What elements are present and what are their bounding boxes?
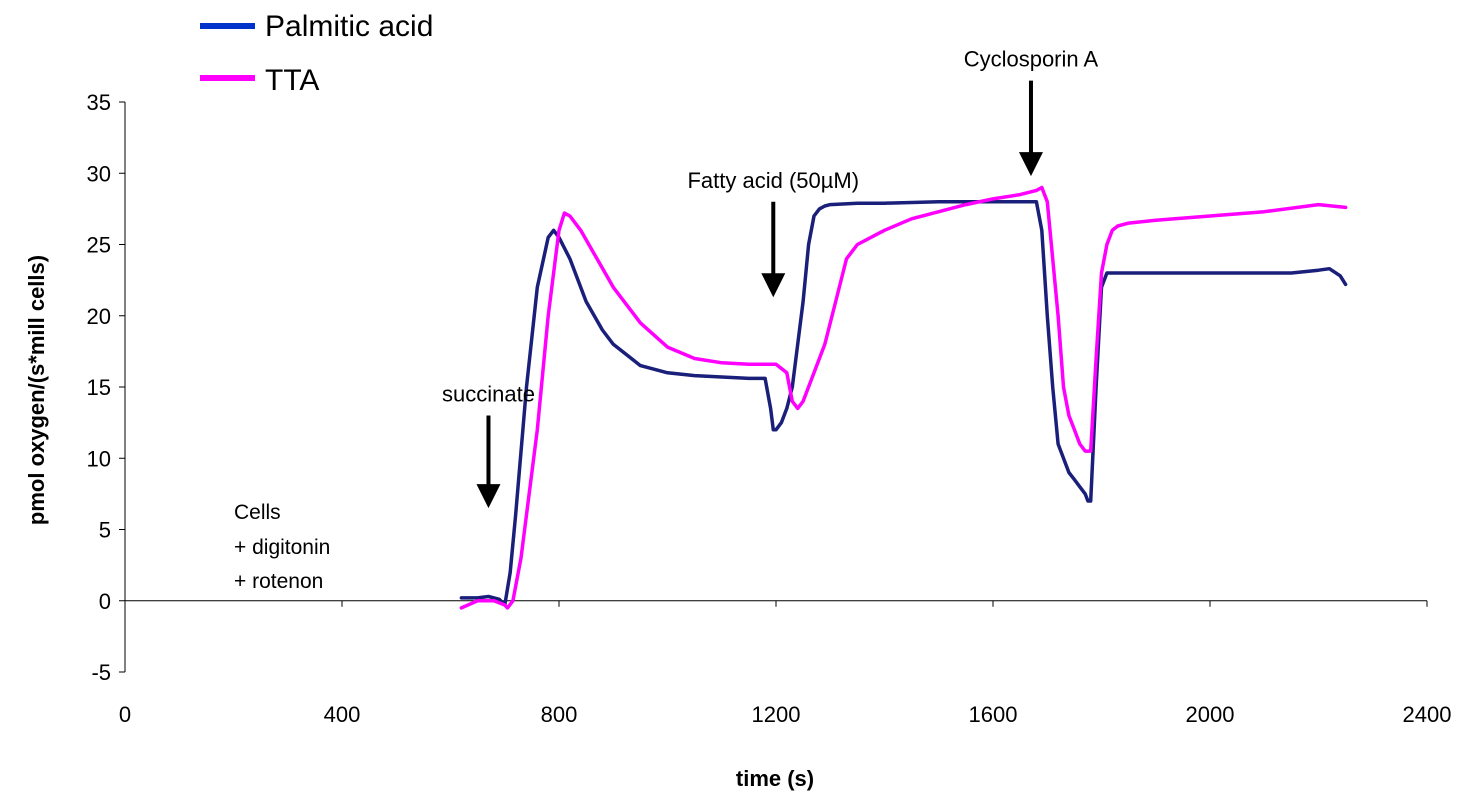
y-tick-label: 0 xyxy=(99,589,111,614)
cells-note-line-3: + rotenon xyxy=(234,570,323,593)
series-line-palmitic-acid xyxy=(459,200,1348,607)
y-tick-label: 20 xyxy=(87,304,111,329)
y-tick-label: 10 xyxy=(87,446,111,471)
y-tick-labels: -5 0 5 10 15 20 25 30 35 xyxy=(87,90,111,685)
arrow-head-fatty-acid-50-m xyxy=(761,273,786,298)
x-tick-labels: 0 400 800 1200 1600 2000 2400 xyxy=(119,702,1452,727)
x-tick-label: 2400 xyxy=(1403,702,1452,727)
x-tick-label: 1600 xyxy=(969,702,1018,727)
axes xyxy=(119,101,1428,673)
y-tick-label: 15 xyxy=(87,375,111,400)
legend-label-palmitic-acid: Palmitic acid xyxy=(265,10,433,43)
y-tick-label: 30 xyxy=(87,161,111,186)
x-tick-label: 0 xyxy=(119,702,131,727)
y-tick-label: 35 xyxy=(87,90,111,115)
arrow-head-cyclosporin-a xyxy=(1018,152,1043,177)
series-line-tta xyxy=(459,185,1348,610)
y-tick-label: -5 xyxy=(91,660,111,685)
x-tick-label: 400 xyxy=(324,702,361,727)
arrow-head-succinate xyxy=(476,484,501,509)
x-tick-label: 800 xyxy=(541,702,578,727)
cells-note: Cells + digitonin + rotenon xyxy=(234,501,330,593)
annotation-label-succinate: succinate xyxy=(442,382,535,407)
y-tick-label: 25 xyxy=(87,233,111,258)
annotation-label-fatty-acid-50-m: Fatty acid (50µM) xyxy=(687,168,859,193)
x-tick-label: 2000 xyxy=(1186,702,1235,727)
legend-label-tta: TTA xyxy=(265,64,319,97)
cells-note-line-2: + digitonin xyxy=(234,536,330,559)
y-tick-label: 5 xyxy=(99,518,111,543)
annotation-label-cyclosporin-a: Cyclosporin A xyxy=(964,47,1099,72)
series-lines xyxy=(459,185,1348,610)
x-axis-title: time (s) xyxy=(736,766,814,791)
x-tick-label: 1200 xyxy=(752,702,801,727)
legend: Palmitic acid TTA xyxy=(200,10,433,97)
annotations: succinate Fatty acid (50µM) Cyclosporin A xyxy=(442,47,1099,509)
cells-note-line-1: Cells xyxy=(234,501,281,524)
y-axis-title: pmol oxygen/(s*mill cells) xyxy=(24,255,49,525)
